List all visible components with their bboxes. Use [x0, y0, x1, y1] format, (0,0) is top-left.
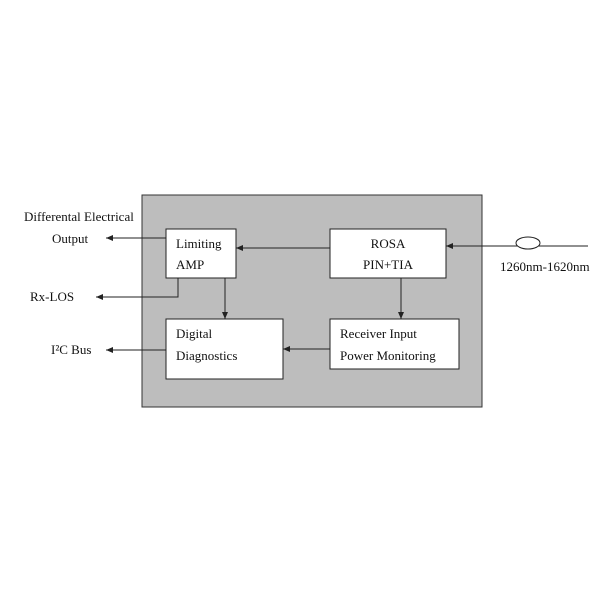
- rosa-label-line2: PIN+TIA: [363, 257, 414, 272]
- receiver-input-label-line2: Power Monitoring: [340, 348, 436, 363]
- receiver-input-label-line1: Receiver Input: [340, 326, 417, 341]
- limiting-amp-label-line2: AMP: [176, 257, 204, 272]
- i2c-bus-label: I²C Bus: [51, 342, 91, 357]
- wavelength-label: 1260nm-1620nm: [500, 259, 590, 274]
- limiting-amp-label-line1: Limiting: [176, 236, 222, 251]
- differential-output-label-line2: Output: [52, 231, 89, 246]
- rx-los-arrow: [96, 278, 179, 300]
- digital-diagnostics-label-line1: Digital: [176, 326, 212, 341]
- rosa-block: [329, 228, 447, 279]
- fiber-coil-icon: [515, 236, 541, 250]
- digital-diagnostics-label-line2: Diagnostics: [176, 348, 237, 363]
- rosa-label-line1: ROSA: [371, 236, 406, 251]
- rx-los-label: Rx-LOS: [30, 289, 74, 304]
- digital-diagnostics-block: [165, 318, 284, 380]
- limiting-amp-block: [165, 228, 237, 279]
- differential-output-label-line1: Differental Electrical: [24, 209, 134, 224]
- receiver-input-block: [329, 318, 460, 370]
